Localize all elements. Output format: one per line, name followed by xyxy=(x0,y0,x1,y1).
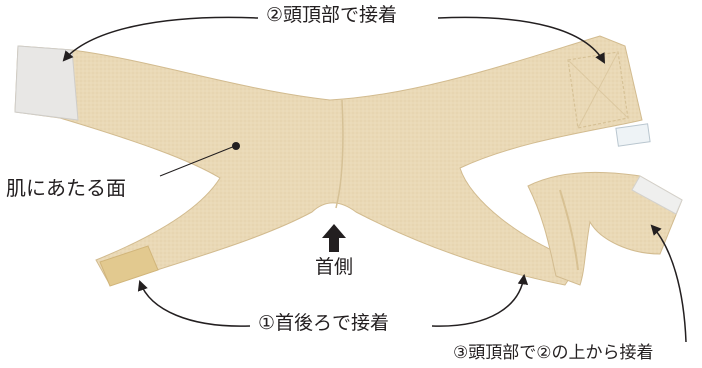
skin-side-pointer xyxy=(159,145,236,177)
bottom-arrow-right xyxy=(431,273,529,327)
folded-strap xyxy=(527,171,683,286)
right-arrow xyxy=(650,224,687,343)
strap-body xyxy=(14,35,643,286)
neck-side-label: 首側 xyxy=(315,256,354,278)
care-tag xyxy=(615,123,651,147)
center-seam xyxy=(335,99,344,209)
velcro-patch-left xyxy=(14,45,79,121)
top-arrow-right xyxy=(437,16,606,64)
stitched-square-cross xyxy=(567,51,629,129)
neck-back-attach-label: ①首後ろで接着 xyxy=(254,314,394,333)
top-overlap-attach-label: ③頭頂部で②の上から接着 xyxy=(453,343,654,363)
neck-arrow-icon xyxy=(322,224,346,252)
skin-side-dot xyxy=(232,142,240,150)
folded-strap-shade xyxy=(559,189,579,271)
bottom-arrow-left xyxy=(137,280,251,327)
top-arrow xyxy=(62,16,259,62)
velcro-patch-bottom-left xyxy=(99,245,159,287)
top-attach-label: ②頭頂部で接着 xyxy=(262,6,402,25)
folded-strap-edge xyxy=(631,175,683,215)
skin-side-label: 肌にあたる面 xyxy=(6,176,126,200)
